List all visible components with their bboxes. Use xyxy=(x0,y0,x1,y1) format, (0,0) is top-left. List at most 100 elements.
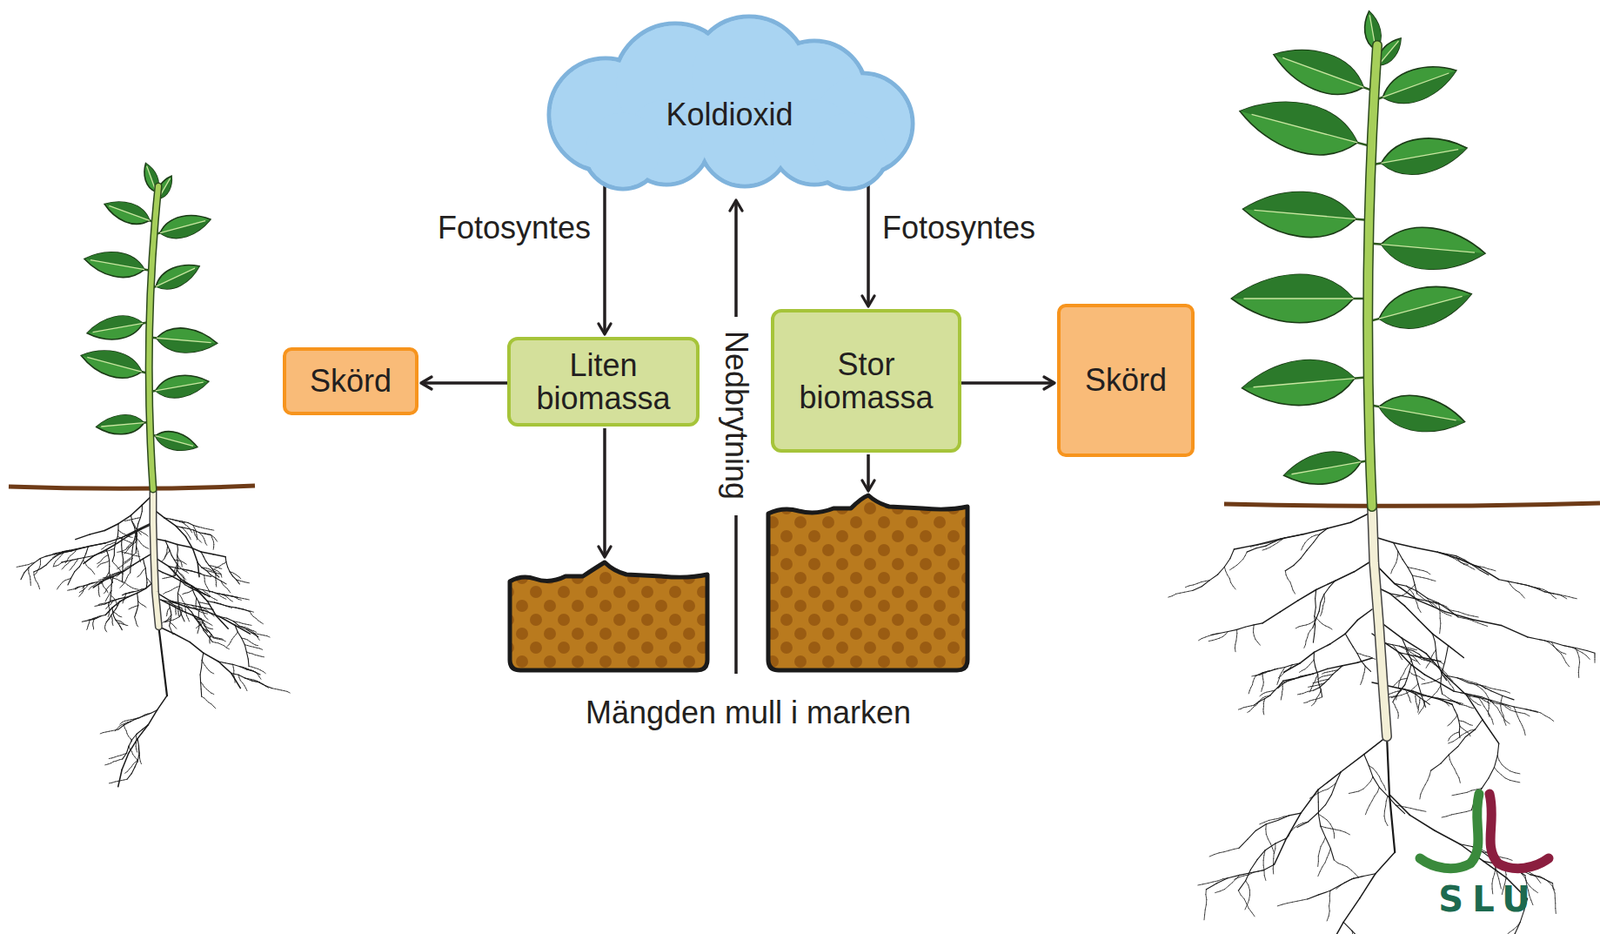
root xyxy=(1554,892,1556,898)
root xyxy=(1204,914,1206,920)
root xyxy=(213,542,215,545)
root xyxy=(1452,763,1455,769)
root xyxy=(235,607,243,610)
root xyxy=(38,567,41,570)
root xyxy=(1405,664,1409,670)
root xyxy=(24,567,29,573)
root xyxy=(171,588,175,590)
root xyxy=(254,646,257,649)
root xyxy=(198,602,201,607)
root xyxy=(1205,898,1207,904)
root xyxy=(239,677,241,681)
root xyxy=(74,586,80,590)
root xyxy=(260,669,263,672)
leaf-vein xyxy=(87,356,142,372)
root xyxy=(1394,582,1419,600)
root xyxy=(68,561,71,563)
root xyxy=(1586,649,1595,653)
leaf-shade xyxy=(85,312,143,334)
root xyxy=(233,667,235,670)
root xyxy=(203,567,207,570)
root xyxy=(1333,832,1335,838)
root xyxy=(213,554,226,557)
roots xyxy=(1168,504,1595,934)
root xyxy=(1307,894,1319,899)
root xyxy=(1245,880,1249,885)
root xyxy=(1348,791,1354,793)
root xyxy=(208,569,212,570)
root xyxy=(135,546,137,553)
root xyxy=(184,577,187,580)
root xyxy=(158,626,163,662)
root xyxy=(193,525,200,528)
leaf-vein xyxy=(100,422,144,427)
root xyxy=(98,603,101,605)
root xyxy=(79,560,83,567)
root xyxy=(1425,779,1428,784)
root xyxy=(1263,863,1274,871)
root xyxy=(71,546,88,551)
root xyxy=(204,540,207,543)
root xyxy=(195,607,197,610)
root xyxy=(81,620,87,623)
root xyxy=(164,576,167,579)
root xyxy=(176,608,185,613)
root xyxy=(220,638,223,641)
root xyxy=(1325,827,1331,829)
root xyxy=(106,607,108,610)
root xyxy=(1297,821,1309,827)
root xyxy=(1461,732,1467,736)
leaf-blade xyxy=(153,370,211,402)
root xyxy=(107,573,108,576)
root xyxy=(198,538,201,541)
root xyxy=(206,628,209,631)
root xyxy=(1446,814,1453,817)
root xyxy=(208,702,212,704)
root xyxy=(127,584,130,587)
root xyxy=(218,642,221,645)
root xyxy=(212,641,215,643)
root xyxy=(1495,689,1501,690)
root xyxy=(103,545,106,548)
root xyxy=(1251,870,1264,873)
root xyxy=(1374,791,1378,797)
root xyxy=(238,579,241,582)
root xyxy=(1205,894,1207,900)
root xyxy=(236,579,241,584)
root xyxy=(112,729,115,731)
root xyxy=(138,517,141,524)
root xyxy=(200,674,202,682)
root xyxy=(146,534,148,536)
root xyxy=(208,570,212,573)
root xyxy=(157,695,168,710)
root xyxy=(177,544,190,548)
root xyxy=(1326,915,1329,921)
root xyxy=(203,652,219,662)
leaf xyxy=(147,370,211,402)
root xyxy=(73,551,76,554)
root xyxy=(1441,816,1447,817)
root xyxy=(1577,649,1582,653)
root xyxy=(1509,779,1515,781)
root xyxy=(244,684,247,688)
root xyxy=(112,555,114,562)
root xyxy=(113,760,116,763)
root xyxy=(27,569,29,574)
root xyxy=(51,555,58,560)
root xyxy=(178,606,182,609)
root xyxy=(184,592,187,595)
root xyxy=(1439,617,1442,623)
root xyxy=(127,552,131,555)
root xyxy=(114,577,118,580)
root xyxy=(207,602,210,605)
root xyxy=(206,689,209,691)
root xyxy=(1250,858,1258,870)
root xyxy=(1323,836,1326,842)
root xyxy=(1205,903,1206,910)
root xyxy=(213,705,215,709)
root xyxy=(1461,791,1467,793)
root xyxy=(112,561,114,563)
leaf-blade xyxy=(101,194,154,229)
root xyxy=(242,597,246,600)
root xyxy=(180,560,183,563)
